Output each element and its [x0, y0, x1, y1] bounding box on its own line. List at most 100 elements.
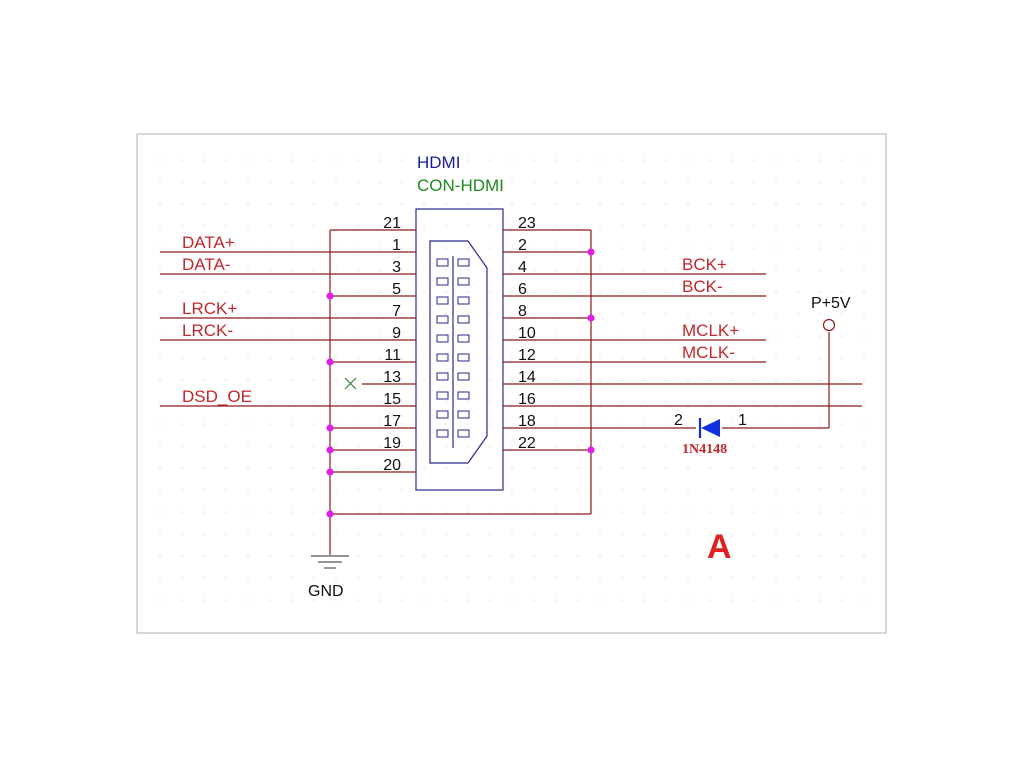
grid-dot [291, 181, 293, 183]
grid-dot [621, 555, 623, 557]
grid-dot [533, 335, 535, 337]
grid-dot [863, 291, 865, 293]
junction-dot [326, 446, 334, 454]
grid-dot [819, 489, 821, 491]
grid-dot [511, 225, 513, 227]
grid-dot [159, 511, 161, 513]
grid-dot [863, 401, 865, 403]
grid-dot [599, 533, 601, 535]
grid-dot [819, 357, 821, 359]
grid-dot [401, 401, 403, 403]
grid-dot [797, 379, 799, 381]
grid-dot [687, 291, 689, 293]
grid-dot [665, 599, 667, 601]
grid-dot [203, 181, 205, 183]
hdmi-connector-body [415, 208, 504, 491]
grid-dot [775, 445, 777, 447]
grid-dot [247, 533, 249, 535]
grid-dot [379, 599, 381, 601]
grid-dot [203, 423, 205, 425]
grid-dot [181, 247, 183, 249]
grid-dot [841, 599, 843, 601]
grid-dot [445, 533, 447, 535]
grid-dot [687, 203, 689, 205]
grid-dot [247, 467, 249, 469]
pin-number: 19 [383, 435, 401, 452]
grid-dot [445, 511, 447, 513]
grid-dot [423, 533, 425, 535]
grid-dot [247, 511, 249, 513]
pin-number: 15 [383, 391, 401, 408]
contact-pad [457, 277, 470, 286]
pin-number: 22 [518, 435, 536, 452]
grid-dot [643, 269, 645, 271]
grid-dot [269, 269, 271, 271]
grid-dot [159, 555, 161, 557]
grid-dot [665, 489, 667, 491]
grid-dot [291, 379, 293, 381]
grid-dot [247, 159, 249, 161]
grid-dot [753, 335, 755, 337]
grid-dot [423, 577, 425, 579]
grid-dot [225, 357, 227, 359]
grid-dot [225, 577, 227, 579]
grid-dot [599, 467, 601, 469]
grid-dot [797, 247, 799, 249]
grid-dot [445, 445, 447, 447]
grid-dot [313, 291, 315, 293]
grid-dot [555, 379, 557, 381]
grid-dot [863, 269, 865, 271]
grid-dot [709, 225, 711, 227]
grid-dot [247, 555, 249, 557]
grid-dot [401, 291, 403, 293]
grid-dot [467, 577, 469, 579]
grid-dot [489, 533, 491, 535]
grid-dot [819, 445, 821, 447]
junction-dot [326, 510, 334, 518]
grid-dot [291, 423, 293, 425]
grid-dot [731, 489, 733, 491]
grid-dot [687, 181, 689, 183]
grid-dot [731, 159, 733, 161]
grid-dot [313, 357, 315, 359]
grid-dot [181, 401, 183, 403]
grid-dot [335, 159, 337, 161]
grid-dot [225, 247, 227, 249]
grid-dot [445, 401, 447, 403]
grid-dot [775, 555, 777, 557]
grid-dot [445, 555, 447, 557]
grid-dot [313, 335, 315, 337]
grid-dot [731, 555, 733, 557]
grid-dot [775, 489, 777, 491]
grid-dot [401, 159, 403, 161]
grid-dot [379, 247, 381, 249]
grid-dot [797, 313, 799, 315]
grid-dot [269, 379, 271, 381]
grid-dot [665, 313, 667, 315]
grid-dot [643, 203, 645, 205]
grid-dot [423, 335, 425, 337]
grid-dot [159, 533, 161, 535]
grid-dot [401, 357, 403, 359]
grid-dot [203, 401, 205, 403]
grid-dot [665, 291, 667, 293]
grid-dot [313, 313, 315, 315]
grid-dot [159, 599, 161, 601]
grid-dot [313, 423, 315, 425]
contact-pad [457, 258, 470, 267]
contact-pad [436, 277, 449, 286]
grid-dot [511, 291, 513, 293]
grid-dot [225, 555, 227, 557]
net-label-dsd-oe: DSD_OE [182, 387, 252, 406]
grid-dot [709, 489, 711, 491]
grid-dot [599, 313, 601, 315]
grid-dot [335, 511, 337, 513]
grid-dot [379, 489, 381, 491]
grid-dot [599, 577, 601, 579]
grid-dot [379, 269, 381, 271]
grid-dot [533, 577, 535, 579]
grid-dot [577, 379, 579, 381]
grid-dot [599, 423, 601, 425]
grid-dot [533, 159, 535, 161]
grid-dot [775, 159, 777, 161]
